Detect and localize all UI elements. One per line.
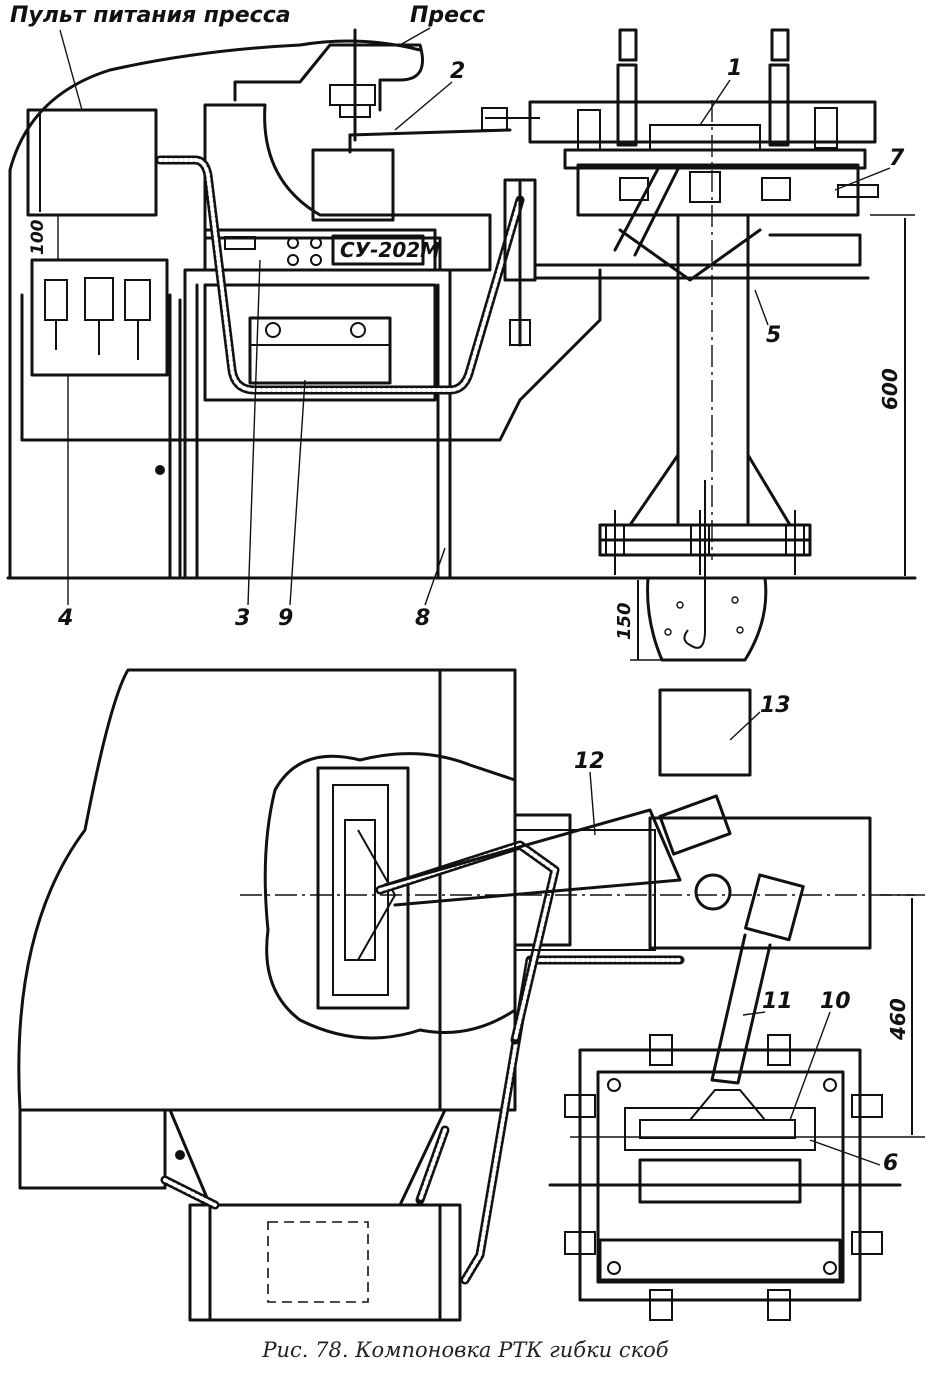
leader-press — [399, 27, 431, 46]
base-block-left — [18, 1108, 167, 1190]
plan-view-hoses — [160, 840, 685, 1285]
side-elevation-view: СУ-202М — [6, 3, 917, 662]
press-power-console — [26, 108, 158, 217]
callout-11: 11 — [762, 989, 793, 1014]
figure-caption: Рис. 78. Компоновка РТК гибки скоб — [262, 1338, 669, 1362]
dim-460-text: 460 — [886, 998, 910, 1041]
callout-12: 12 — [574, 749, 605, 774]
dim-600-text: 600 — [878, 368, 902, 410]
label-press-console: Пульт питания пресса — [10, 3, 291, 28]
dim-150-text: 150 — [614, 602, 635, 640]
callout-5: 5 — [766, 323, 781, 348]
die-block — [248, 316, 392, 385]
callout-3: 3 — [235, 606, 250, 631]
plan-view: 460 6 10 11 12 13 — [17, 668, 925, 1322]
air-preparation-unit — [20, 258, 602, 580]
label-press: Пресс — [410, 3, 485, 28]
press-break-outline — [8, 39, 422, 580]
robot-arm-12 — [383, 794, 732, 911]
cutaway-break — [263, 752, 517, 1040]
dim-100-text: 100 — [28, 219, 48, 255]
dimension-460: 460 — [886, 898, 913, 1135]
table-clamps — [564, 1034, 883, 1321]
foundation-concrete — [646, 576, 768, 662]
dimension-600: 600 — [870, 214, 915, 576]
control-unit-model-label: СУ-202М — [340, 238, 440, 262]
leader-press-console — [59, 29, 83, 111]
callout-6: 6 — [883, 1151, 898, 1176]
press-plan-outline — [17, 668, 572, 1112]
callout-9: 9 — [278, 606, 293, 631]
press-head — [233, 28, 424, 142]
callout-1: 1 — [727, 56, 742, 81]
box-13 — [658, 688, 752, 777]
callout-7: 7 — [889, 146, 905, 171]
robot-manipulator-side — [481, 28, 879, 257]
callout-13: 13 — [760, 693, 791, 718]
column-base-bolts — [605, 510, 805, 575]
dimension-150: 150 — [614, 580, 665, 661]
callout-10: 10 — [820, 989, 851, 1014]
side-view-hoses — [155, 155, 525, 395]
dimension-100: 100 — [28, 215, 59, 260]
robot-base-plan — [648, 816, 872, 950]
transfer-table — [548, 1034, 902, 1321]
callout-8: 8 — [415, 606, 430, 631]
callout-4: 4 — [57, 606, 73, 631]
robot-column — [503, 100, 870, 662]
control-unit: СУ-202М — [203, 228, 440, 272]
control-cabinet-plan — [188, 1203, 462, 1322]
callout-2: 2 — [450, 59, 465, 84]
